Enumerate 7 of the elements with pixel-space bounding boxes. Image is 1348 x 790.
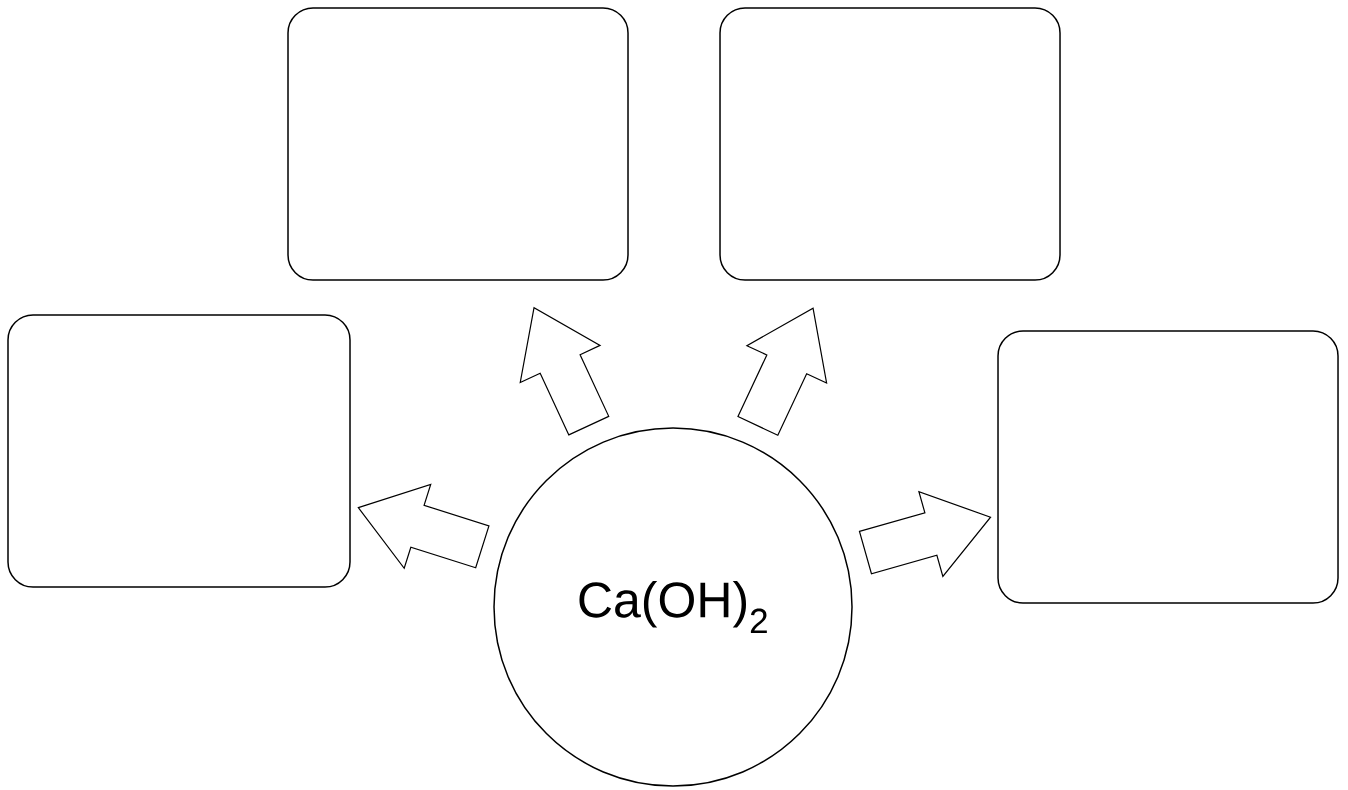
- block-arrow: [858, 490, 992, 578]
- block-arrow: [357, 483, 490, 570]
- answer-box: [719, 7, 1061, 281]
- answer-box: [7, 314, 351, 588]
- answer-box: [287, 7, 629, 281]
- answer-box: [997, 330, 1339, 604]
- block-arrow: [519, 306, 610, 436]
